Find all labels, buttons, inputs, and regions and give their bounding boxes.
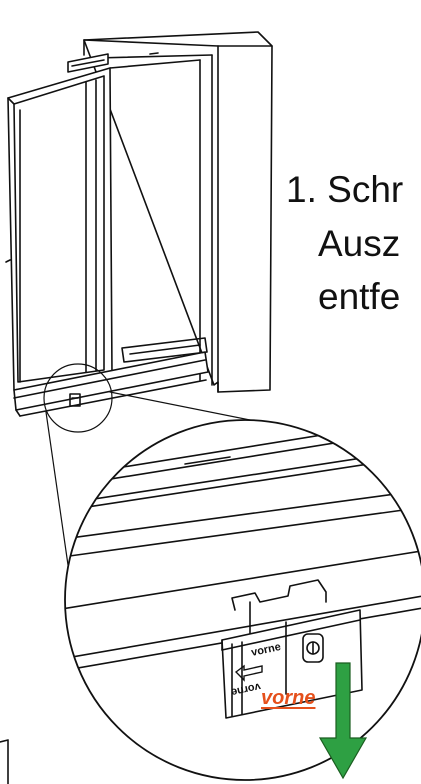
frame-fragment (0, 739, 9, 784)
clip-part (221, 609, 363, 719)
instruction-line-1: 1. Schr (286, 169, 404, 210)
cabinet (83, 31, 273, 393)
detail-circle (64, 419, 421, 781)
bottom-rail (13, 337, 209, 417)
front-label: vorne (261, 687, 316, 709)
instruction-line-2: Ausz (318, 223, 401, 264)
pullout-frame (5, 52, 201, 391)
instruction-line-3: entfe (318, 276, 401, 317)
arrow-left-icon (234, 664, 263, 682)
arrow-down-icon (318, 662, 368, 780)
